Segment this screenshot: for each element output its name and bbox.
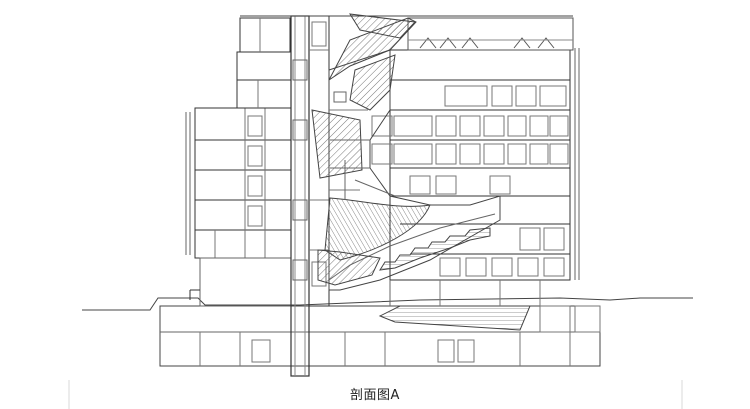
right-building <box>371 48 580 306</box>
stepped-seating <box>379 227 491 271</box>
left-frame-mark <box>68 380 70 409</box>
left-wing <box>185 107 292 307</box>
central-core <box>290 15 310 377</box>
mid-ramp-hatch <box>311 109 363 179</box>
section-drawing <box>82 13 693 377</box>
lower-tier-hatch <box>317 249 381 286</box>
atrium-details <box>330 91 396 200</box>
upper-stair-hatch <box>349 54 396 111</box>
right-building-windows <box>371 85 569 277</box>
figure-caption: 剖面图A <box>350 388 400 403</box>
upper-left-block <box>236 17 292 109</box>
roof-structures <box>407 17 574 51</box>
ground-line <box>82 297 693 311</box>
basement-outline <box>159 305 601 367</box>
top-cantilever <box>349 13 417 39</box>
right-frame-mark <box>681 380 683 409</box>
basement-rooms <box>199 305 601 366</box>
lower-auditorium <box>378 305 531 331</box>
